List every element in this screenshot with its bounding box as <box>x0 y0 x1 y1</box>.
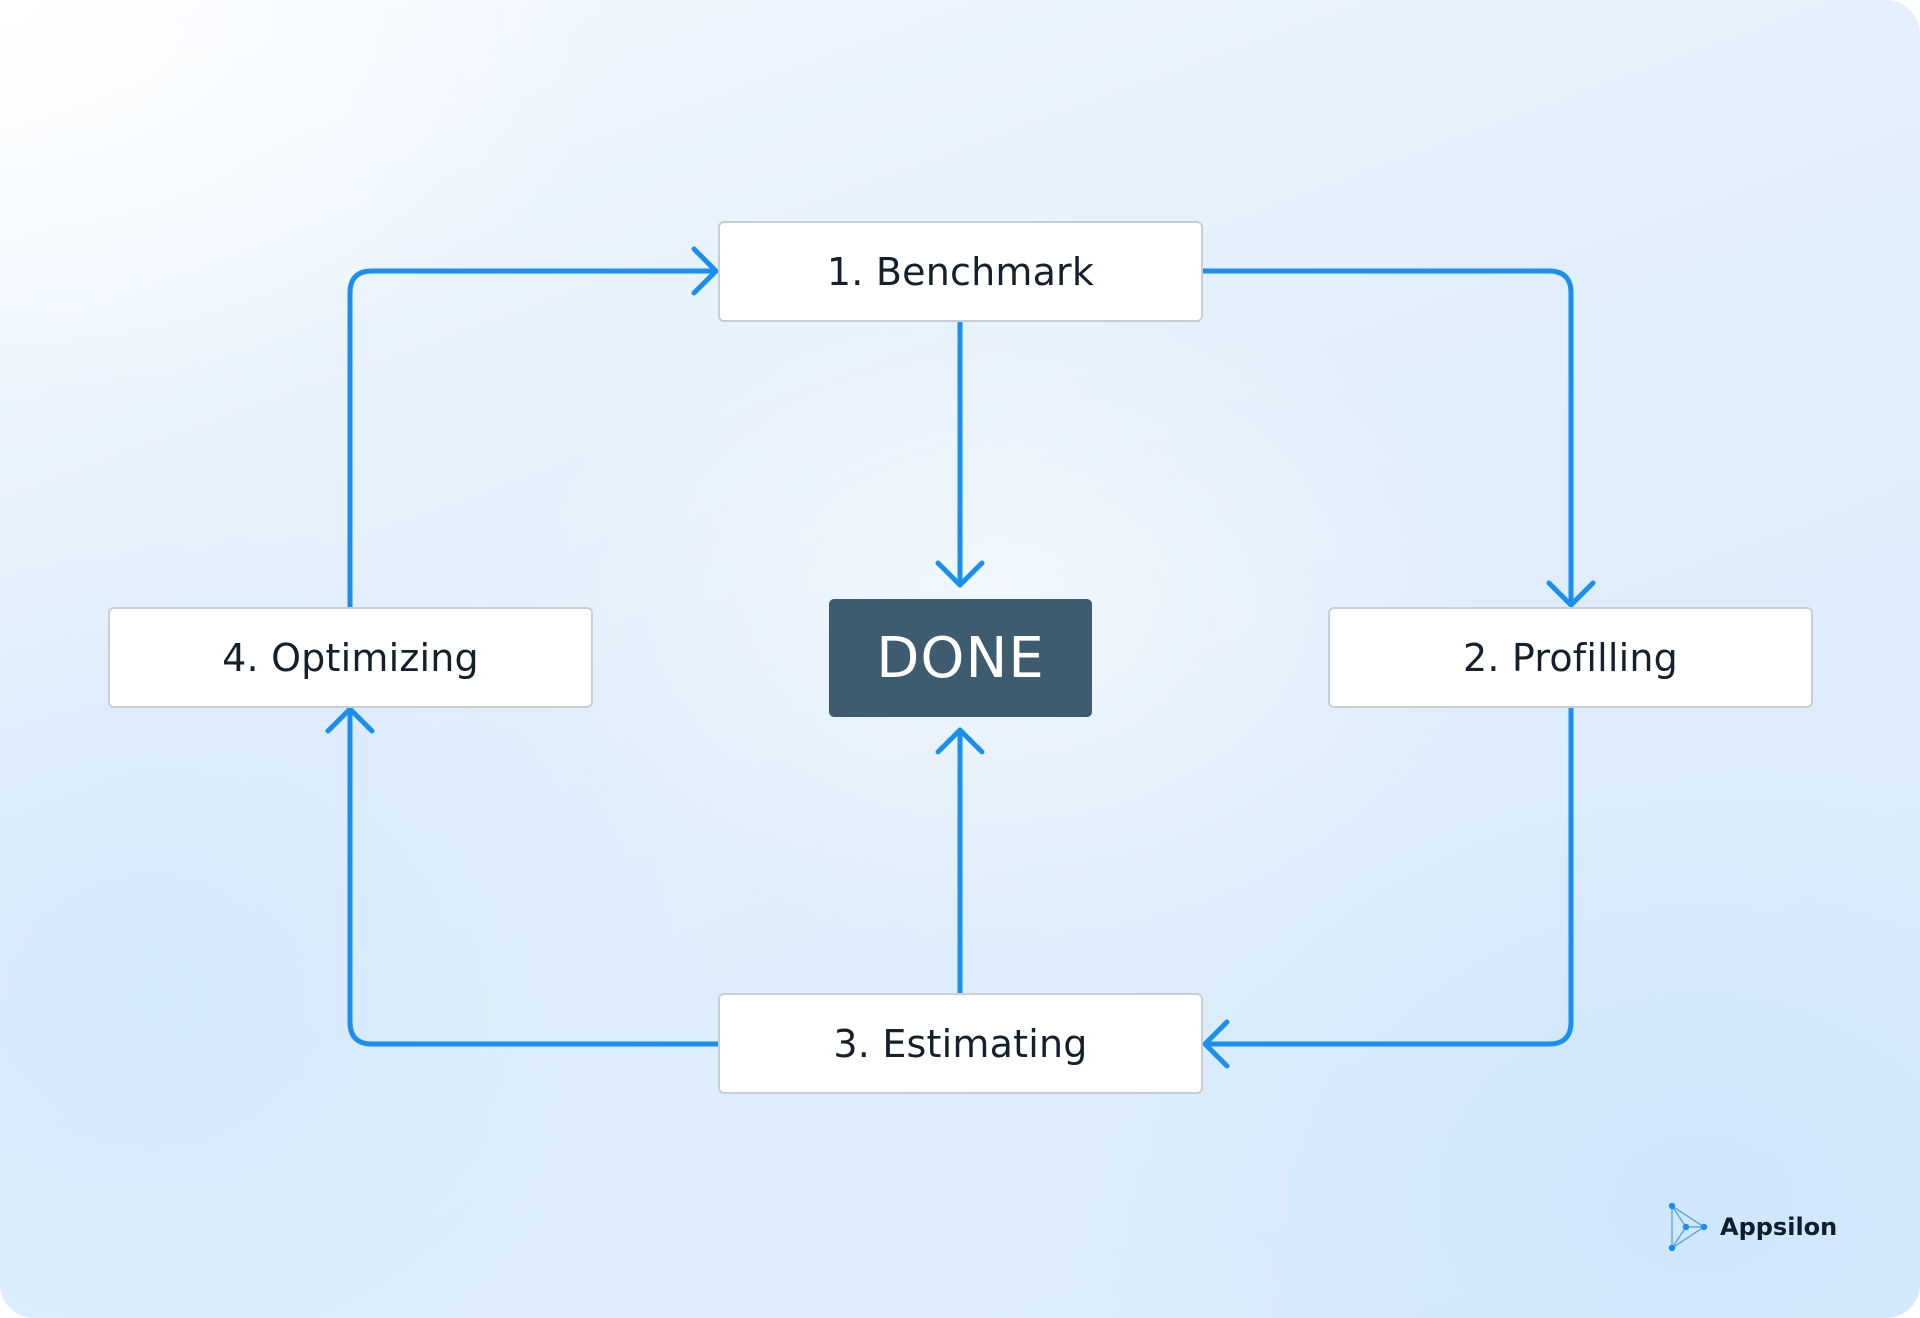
node-estimating-label: 3. Estimating <box>833 1021 1088 1066</box>
node-optimizing-label: 4. Optimizing <box>222 635 479 680</box>
node-estimating: 3. Estimating <box>718 993 1203 1094</box>
node-profiling-label: 2. Profilling <box>1462 635 1679 680</box>
arrow-benchmark-to-profiling <box>1200 268 1574 608</box>
node-done: DONE <box>829 599 1092 717</box>
arrow-profiling-to-estimating <box>1202 705 1574 1047</box>
arrowhead-optimizing <box>325 706 375 734</box>
brand-name: Appsilon <box>1720 1213 1838 1241</box>
arrowhead-profiling <box>1546 580 1596 608</box>
node-optimizing: 4. Optimizing <box>108 607 593 708</box>
arrowhead-done-top <box>935 560 985 588</box>
arrow-estimating-to-optimizing <box>347 706 721 1047</box>
brand-logo: Appsilon <box>1666 1200 1837 1254</box>
node-profiling: 2. Profilling <box>1328 607 1813 708</box>
arrow-optimizing-to-benchmark <box>347 268 719 610</box>
arrowhead-benchmark <box>691 246 719 296</box>
node-done-label: DONE <box>876 625 1045 691</box>
appsilon-logo-icon <box>1668 1202 1708 1252</box>
arrowhead-estimating <box>1202 1019 1230 1069</box>
node-benchmark: 1. Benchmark <box>718 221 1203 322</box>
node-benchmark-label: 1. Benchmark <box>826 249 1095 294</box>
arrowhead-done-bottom <box>935 727 985 755</box>
